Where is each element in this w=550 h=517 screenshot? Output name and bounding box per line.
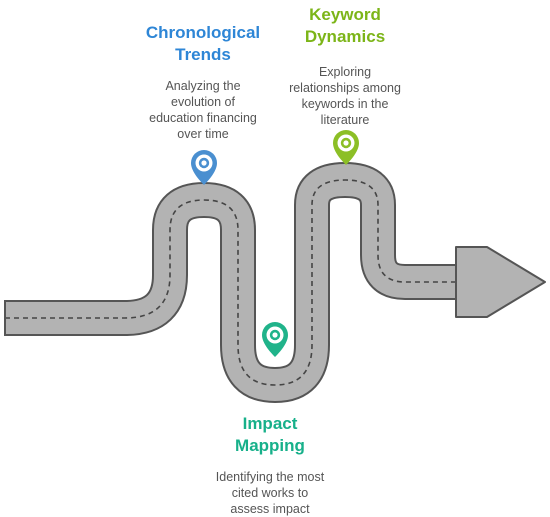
arrow-head-icon: [455, 246, 546, 318]
road-path: [4, 162, 470, 403]
location-pin-icon: [191, 150, 217, 185]
location-pin-icon: [333, 130, 359, 165]
milestone-title: Impact Mapping: [235, 414, 305, 455]
milestone-title: Chronological Trends: [145, 23, 261, 64]
milestone-chronological-trends: Chronological Trends Analyzing the evolu…: [120, 22, 286, 142]
milestone-description: Identifying the most cited works to asse…: [215, 470, 325, 516]
road-center-dashes: [5, 179, 470, 386]
milestone-keyword-dynamics: Keyword Dynamics Exploring relationships…: [268, 4, 422, 128]
milestone-description: Analyzing the evolution of education fin…: [149, 79, 257, 141]
location-pin-icon: [262, 322, 288, 357]
milestone-description: Exploring relationships among keywords i…: [289, 65, 401, 127]
milestone-title: Keyword Dynamics: [304, 5, 386, 46]
milestone-impact-mapping: Impact Mapping Identifying the most cite…: [190, 413, 350, 517]
